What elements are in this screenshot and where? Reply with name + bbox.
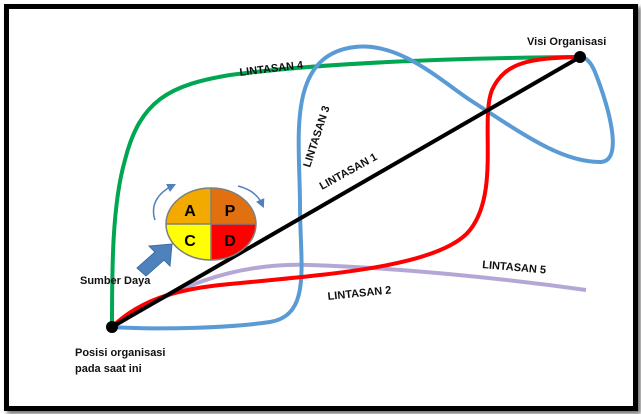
lintasan3-path (111, 44, 615, 331)
start-point (106, 321, 118, 333)
lintasan1-path (111, 55, 581, 329)
lintasan2-label: LINTASAN 2 (327, 284, 392, 303)
cycle-arrow-top-icon (237, 185, 265, 209)
resource-arrow-icon (136, 243, 173, 277)
pdca-a-letter: A (184, 203, 196, 220)
lintasan4-label: LINTASAN 4 (239, 59, 305, 79)
cycle-arrow-left-icon (152, 183, 177, 221)
pdca-p-letter: P (225, 203, 236, 220)
lintasan3-label: LINTASAN 3 (301, 104, 332, 169)
pdca-cycle: A P C D (165, 187, 257, 261)
posisi-label-line1: Posisi organisasi (75, 347, 165, 359)
lintasan5-label: LINTASAN 5 (482, 259, 547, 277)
end-point (574, 51, 586, 63)
visi-label: Visi Organisasi (527, 36, 606, 48)
pdca-c-letter: C (184, 233, 196, 250)
lintasan2-path (110, 55, 581, 329)
pdca-d-letter: D (224, 233, 236, 250)
posisi-label-line2: pada saat ini (75, 363, 142, 375)
sumber-daya-label: Sumber Daya (80, 275, 151, 287)
lintasan1-label: LINTASAN 1 (318, 151, 380, 193)
lintasan4-path (110, 55, 581, 328)
